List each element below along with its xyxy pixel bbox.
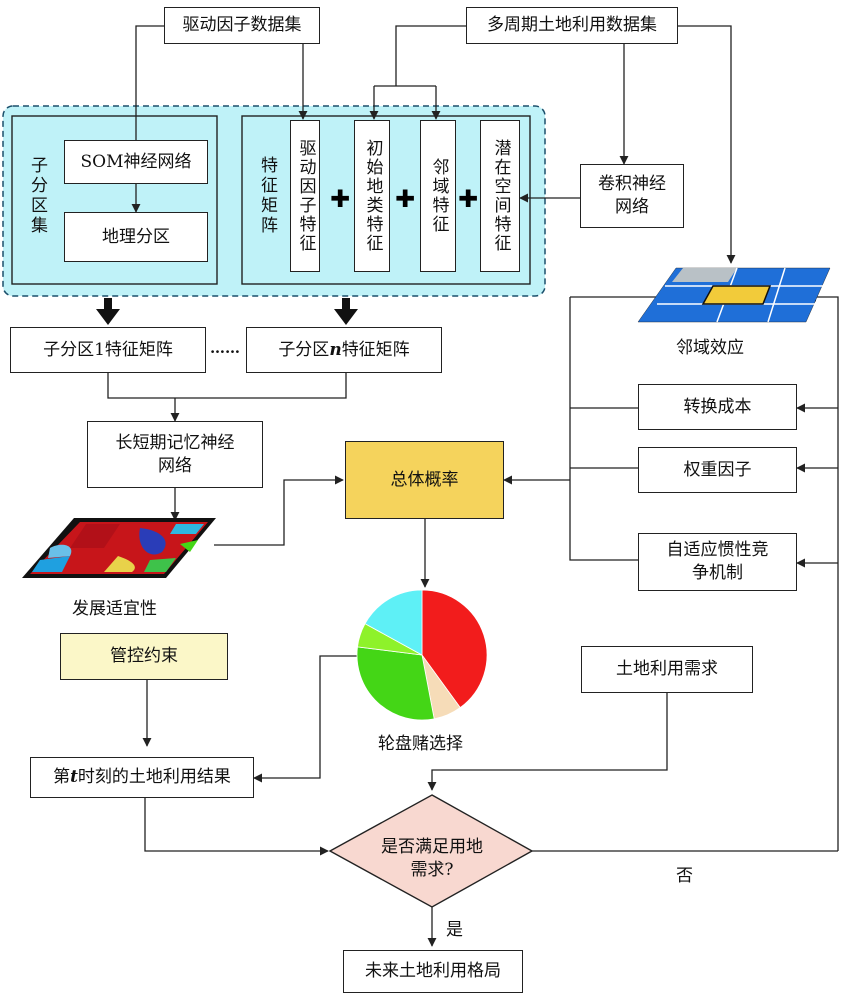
suitability-label: 发展适宜性 (72, 599, 157, 619)
result-t-variable: t (70, 767, 78, 788)
roulette-pie (356, 589, 488, 721)
landuse-demand-box: 土地利用需求 (581, 646, 753, 693)
som-box: SOM神经网络 (64, 140, 208, 184)
subzone-set-label: 子分区集 (27, 156, 47, 236)
block-arrows (96, 298, 358, 325)
feature-matrix-label: 特征矩阵 (257, 156, 277, 236)
decision-label: 是否满足用地需求? (360, 836, 504, 882)
total-probability-box: 总体概率 (345, 441, 504, 519)
plus-icon: ✚ (330, 185, 351, 213)
feature-neighborhood-box: 邻域特征 (420, 120, 456, 272)
result-t-suffix: 时刻的土地利用结果 (77, 767, 231, 788)
subzone-n-suffix: 特征矩阵 (341, 339, 410, 360)
lstm-label: 长短期记忆神经网络 (115, 432, 235, 476)
cnn-label: 卷积神经网络 (598, 174, 666, 217)
feature-initial-landtype-box: 初始地类特征 (354, 120, 390, 272)
subzone-n-variable: n (329, 339, 342, 360)
neighborhood-grid-icon (637, 267, 831, 323)
control-constraint-box: 管控约束 (60, 633, 228, 680)
future-landuse-box: 未来土地利用格局 (343, 950, 523, 993)
weight-factor-box: 权重因子 (638, 447, 797, 493)
feature-latent-space-box: 潜在空间特征 (480, 120, 520, 272)
decision-text: 是否满足用地需求? (381, 837, 483, 880)
subzone-n-prefix: 子分区 (278, 339, 330, 360)
pie-slice-2 (356, 646, 435, 721)
no-label: 否 (676, 866, 693, 886)
result-t-prefix: 第 (53, 767, 71, 788)
pie-slice-0 (421, 589, 488, 709)
plus-icon: ✚ (395, 185, 416, 213)
feature-driver-box: 驱动因子特征 (290, 120, 320, 272)
pie-slice-4 (364, 589, 423, 656)
plus-icon: ✚ (458, 185, 479, 213)
decision-diamond (328, 794, 534, 908)
ellipsis: …… (210, 339, 240, 357)
adaptive-inertia-box: 自适应惯性竞争机制 (638, 533, 797, 591)
neighborhood-effect-label: 邻域效应 (676, 338, 744, 358)
geo-zone-box: 地理分区 (64, 212, 208, 262)
driver-dataset-box: 驱动因子数据集 (164, 7, 320, 44)
subzone-1-matrix-box: 子分区1特征矩阵 (10, 327, 206, 373)
cnn-box: 卷积神经网络 (580, 164, 684, 228)
lstm-box: 长短期记忆神经网络 (87, 421, 263, 488)
roulette-label: 轮盘赌选择 (378, 734, 463, 754)
transition-cost-box: 转换成本 (638, 384, 797, 430)
inertia-label: 自适应惯性竞争机制 (666, 540, 769, 583)
landuse-dataset-box: 多周期土地利用数据集 (466, 7, 678, 44)
yes-label: 是 (446, 920, 463, 940)
suitability-map-icon (22, 518, 216, 578)
